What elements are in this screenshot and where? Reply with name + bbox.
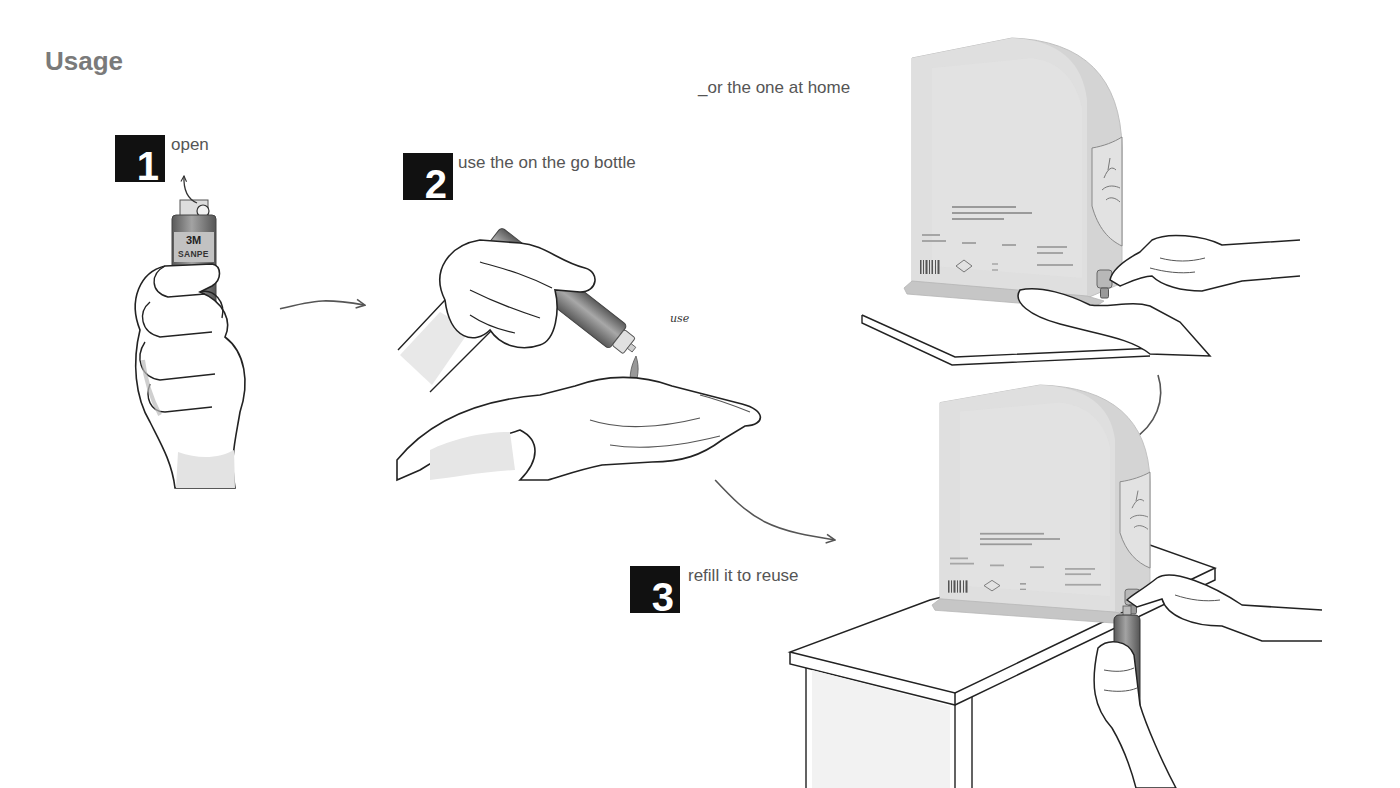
holding-finger-lines (1104, 668, 1137, 691)
pouring-hands (397, 227, 760, 480)
hand-lines (1175, 595, 1220, 601)
step-panel: 3 refill it to reuse (625, 540, 1225, 775)
flow-arrow (280, 301, 365, 309)
step-label: use the on the go bottle (458, 153, 636, 173)
gripping-hand (440, 240, 595, 348)
home-dispenser (862, 38, 1300, 440)
bottle-brand: 3M (186, 234, 201, 246)
table-legs (806, 668, 972, 788)
hand-shade (143, 360, 160, 415)
step-label: refill it to reuse (688, 566, 799, 586)
palm-lines (590, 395, 750, 447)
table-shade (812, 670, 950, 788)
step-number: 3 (630, 566, 680, 613)
page-title: Usage (45, 46, 123, 77)
step-number-text: 2 (425, 164, 447, 204)
bottle-label-band (174, 232, 214, 262)
step-panel: 2use the on the go bottle (365, 150, 775, 480)
step-number: 2 (403, 153, 453, 200)
step-panel: 1 open (110, 130, 280, 495)
alternative-note: _or the one at home (698, 78, 850, 98)
step-number: 1 (115, 135, 165, 182)
open-arrow (184, 176, 197, 203)
pressing-hand (1127, 575, 1322, 641)
flow-arrow (715, 480, 835, 540)
dispenser-box (904, 38, 1122, 309)
bottle-label: SANPE (178, 249, 209, 259)
grip-finger-lines (470, 262, 552, 333)
fist (135, 264, 245, 488)
pressing-hand (1110, 235, 1300, 291)
bottle-cap (180, 200, 208, 216)
dispenser-box (932, 385, 1150, 623)
hand-lines (1150, 258, 1205, 273)
refill-scene (790, 385, 1322, 788)
step-label: open (171, 135, 209, 155)
cupped-hand (1018, 289, 1210, 356)
lower-arm-shade (430, 432, 515, 480)
step-number-text: 3 (652, 577, 674, 617)
handwritten-note: use (670, 312, 689, 325)
step-number-text: 1 (137, 146, 159, 186)
bottle-in-hand (135, 176, 245, 488)
finger-lines (140, 266, 223, 412)
wrist-shade (176, 450, 235, 488)
holding-hand (1094, 642, 1176, 788)
cupped-palm (397, 377, 760, 480)
